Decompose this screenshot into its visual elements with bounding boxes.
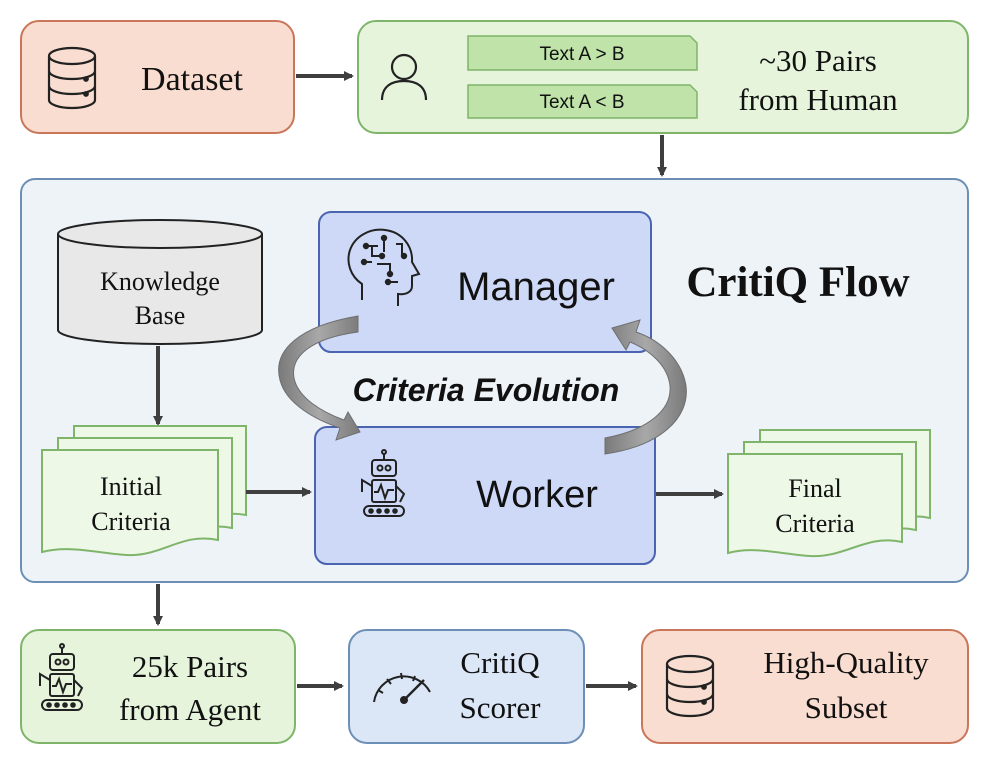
final-line2: Criteria	[775, 509, 855, 538]
agent-line2: from Agent	[119, 692, 261, 727]
brain-head-icon	[347, 228, 421, 306]
manager-box: Manager	[318, 211, 652, 353]
preference-tag-2: Text A < B	[467, 84, 698, 119]
preference-tag-1: Text A > B	[467, 35, 698, 71]
initial-criteria-docs: Initial Criteria	[41, 425, 247, 557]
worker-box: Worker	[314, 426, 656, 565]
initial-line1: Initial	[100, 472, 162, 501]
human-pairs-line2: from Human	[738, 82, 898, 117]
subset-box: High-Quality Subset	[641, 629, 969, 744]
agent-pairs-box: 25k Pairs from Agent	[20, 629, 296, 744]
database-icon	[665, 654, 715, 718]
scorer-line1: CritiQ	[460, 645, 539, 680]
flow-title: CritiQ Flow	[686, 259, 909, 306]
speedometer-icon	[373, 672, 431, 704]
final-criteria-docs: Final Criteria	[727, 429, 931, 558]
criteria-evolution-cycle: Criteria Evolution	[278, 315, 687, 455]
preference-tag-2-label: Text A < B	[539, 92, 624, 113]
evolution-label: Criteria Evolution	[353, 372, 620, 408]
subset-line2: Subset	[805, 690, 888, 725]
subset-line1: High-Quality	[763, 645, 929, 680]
scorer-line2: Scorer	[460, 690, 542, 725]
human-pairs-line1: ~30 Pairs	[759, 43, 877, 78]
robot-icon	[39, 643, 84, 711]
knowledge-line1: Knowledge	[100, 267, 220, 296]
manager-label: Manager	[457, 265, 615, 309]
knowledge-line2: Base	[135, 301, 186, 330]
robot-icon	[361, 449, 406, 517]
final-line1: Final	[788, 474, 841, 503]
person-icon	[380, 53, 428, 101]
initial-line2: Criteria	[91, 507, 171, 536]
preference-tag-1-label: Text A > B	[539, 44, 624, 65]
agent-line1: 25k Pairs	[132, 649, 248, 684]
dataset-box: Dataset	[20, 20, 295, 134]
scorer-box: CritiQ Scorer	[348, 629, 585, 744]
dataset-label: Dataset	[141, 61, 244, 98]
knowledge-base: Knowledge Base	[57, 219, 263, 345]
worker-label: Worker	[476, 474, 598, 516]
database-icon	[47, 46, 97, 110]
human-pairs-box: Text A > B Text A < B ~30 Pairs from Hum…	[357, 20, 969, 134]
